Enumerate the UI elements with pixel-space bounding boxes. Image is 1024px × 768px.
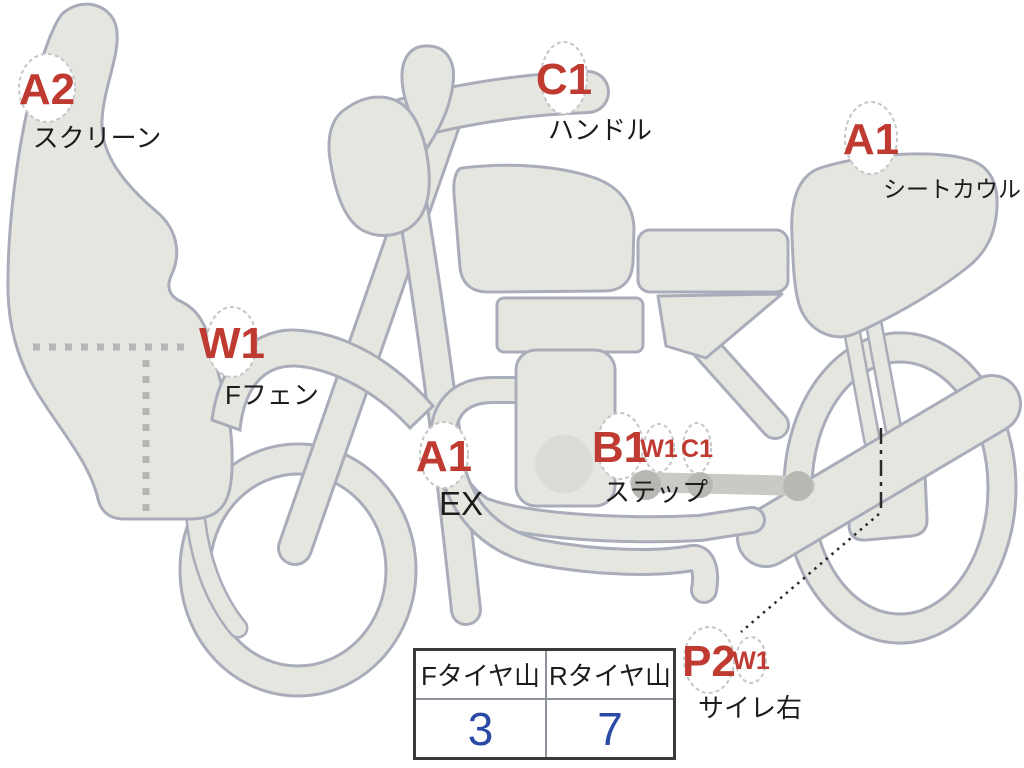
damage-label-seat-cowl: A1 シートカウル [843,101,1021,202]
front-fork [277,94,465,566]
svg-text:P2: P2 [682,637,736,686]
damage-label-exhaust: A1 EX [416,421,483,522]
svg-text:C1: C1 [681,435,713,463]
svg-text:W1: W1 [732,647,770,675]
mirror [400,44,456,151]
damage-label-screen: A2 スクリーン [18,53,162,153]
exhaust-pipe-lower [438,454,720,604]
front-tire-header: Fタイヤ山 [420,661,541,691]
seat-cowl [790,152,999,339]
headlight [327,95,431,237]
engine-case-circle [535,435,593,493]
damage-label-front-fender: W1 Fフェン [199,306,319,410]
fuel-tank [452,163,636,294]
svg-text:A1: A1 [416,432,472,481]
front-fender [210,328,436,433]
step-bar [630,470,815,501]
step-peg-mid [687,472,713,498]
front-tire-value: 3 [416,698,545,757]
rear-hub-plate [847,460,929,542]
caption-step: ステップ [604,477,708,507]
caption-front-fender: Fフェン [225,380,319,410]
rear-tire-header: Rタイヤ山 [545,651,673,698]
svg-text:A2: A2 [19,65,75,114]
step-peg-left [631,470,661,500]
rear-frame-tube [675,315,790,440]
rear-wheel [782,331,1018,645]
handlebar [340,70,610,154]
svg-text:A1: A1 [843,115,899,164]
exhaust-pipe-upper [428,376,766,544]
caption-handlebar: ハンドル [548,115,652,145]
front-cowl-screen [6,2,234,521]
caption-silencer-right: サイレ右 [698,693,802,723]
tire-tread-table: Fタイヤ山 Rタイヤ山 3 7 [413,648,676,760]
svg-text:C1: C1 [536,55,592,104]
caption-seat-cowl: シートカウル [883,176,1021,202]
pointer-dotted-line [740,513,880,633]
svg-text:W1: W1 [640,435,678,463]
seat [636,228,790,294]
rear-tire-value: 7 [545,698,673,757]
front-fender-stay [185,510,249,639]
side-panel [656,292,784,360]
damage-label-handlebar: C1 ハンドル [536,41,652,145]
frame-downtube [386,129,482,626]
caption-screen: スクリーン [33,123,162,153]
svg-text:B1: B1 [592,423,648,472]
svg-text:W1: W1 [199,319,265,368]
rear-shock [829,241,903,449]
step-peg-right [783,471,813,501]
swingarm-muffler [736,374,1022,568]
engine-block [514,348,617,508]
engine-cylinder-head [495,296,645,354]
damage-label-step: B1 W1 C1 ステップ [592,412,713,507]
caption-exhaust: EX [439,485,483,522]
front-wheel [178,442,418,698]
damage-label-silencer-right: P2 W1 サイレ右 [682,626,802,723]
